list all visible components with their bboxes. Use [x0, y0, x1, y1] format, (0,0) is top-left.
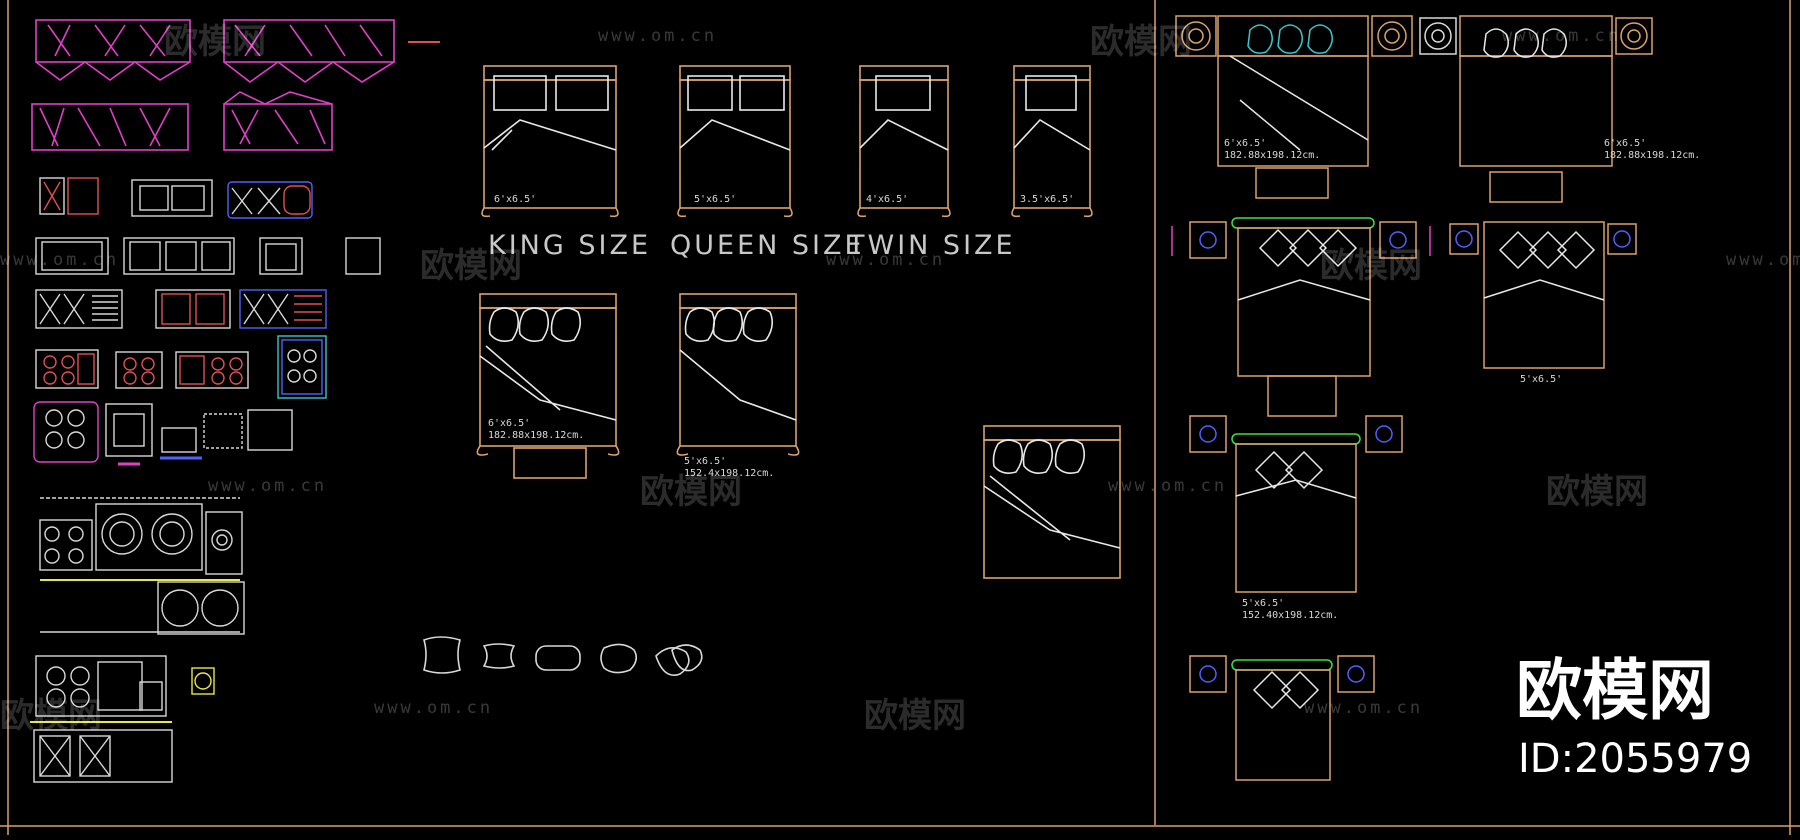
twin-bed-4ft — [857, 65, 951, 218]
watermark-url: www.om.cn — [0, 250, 120, 270]
set-e-metric-label: 152.40x198.12cm. — [1242, 610, 1339, 621]
watermark-brand: 欧模网 — [1090, 22, 1192, 62]
watermark-brand: 欧模网 — [0, 696, 102, 736]
bedroom-set-a — [1217, 15, 1369, 199]
bedroom-set-d — [1449, 221, 1637, 369]
twin-size-heading: TWIN SIZE — [848, 230, 1016, 261]
queen-dim-label: 5'x6.5' — [694, 194, 737, 205]
watermark-brand: 欧模网 — [420, 246, 522, 286]
watermark-url: www.om.cn — [1502, 26, 1622, 46]
watermark-brand: 欧模网 — [1546, 472, 1648, 512]
queen-bed-simple — [677, 65, 793, 218]
king-detailed-metric-label: 182.88x198.12cm. — [488, 430, 585, 441]
king-bed-simple — [481, 65, 619, 218]
watermark-brand: 欧模网 — [1320, 246, 1422, 286]
twin35-dim-label: 3.5'x6.5' — [1020, 194, 1075, 205]
watermark-url: www.om.cn — [1108, 476, 1228, 496]
watermark-brand: 欧模网 — [864, 696, 966, 736]
watermark-url: www.om.cn — [1304, 698, 1424, 718]
nightstand-lamps-top — [1175, 15, 1653, 57]
queen-bed-detailed — [676, 293, 800, 456]
watermark-url: www.om.cn — [598, 26, 718, 46]
bedroom-set-f — [1189, 655, 1375, 781]
bedroom-set-b — [1459, 15, 1613, 203]
set-e-dim-label: 5'x6.5' — [1242, 598, 1285, 609]
watermark-brand: 欧模网 — [640, 472, 742, 512]
pillow-symbols — [423, 636, 703, 676]
double-bed-detailed — [983, 425, 1121, 579]
bed-plans-middle — [423, 65, 1121, 676]
set-b-metric-label: 182.88x198.12cm. — [1604, 150, 1701, 161]
twin-bed-3-5ft — [1011, 65, 1093, 218]
kitchen-sinks — [35, 177, 381, 329]
set-d-dim-label: 5'x6.5' — [1520, 374, 1563, 385]
queen-size-heading: QUEEN SIZE — [670, 230, 865, 261]
bedroom-sets-right — [1171, 15, 1653, 781]
watermark-url: www.om.cn — [1726, 250, 1800, 270]
queen-detailed-dim-label: 5'x6.5' — [684, 456, 727, 467]
king-detailed-dim-label: 6'x6.5' — [488, 418, 531, 429]
brand-id: ID:2055979 — [1518, 736, 1753, 782]
watermark-url: www.om.cn — [208, 476, 328, 496]
kitchen-cooktops — [33, 335, 327, 466]
kitchen-island-plan — [30, 655, 215, 783]
watermark-url: www.om.cn — [374, 698, 494, 718]
king-bed-detailed — [476, 293, 620, 479]
watermark-brand: 欧模网 — [164, 22, 266, 62]
set-b-dim-label: 6'x6.5' — [1604, 138, 1647, 149]
brand-title: 欧模网 — [1516, 652, 1714, 729]
king-size-heading: KING SIZE — [488, 230, 652, 261]
king-dim-label: 6'x6.5' — [494, 194, 537, 205]
kitchen-cabinet-elevations — [31, 19, 395, 151]
twin4-dim-label: 4'x6.5' — [866, 194, 909, 205]
watermark-url: www.om.cn — [826, 250, 946, 270]
set-a-metric-label: 182.88x198.12cm. — [1224, 150, 1321, 161]
bedroom-set-e — [1189, 415, 1403, 593]
set-a-dim-label: 6'x6.5' — [1224, 138, 1267, 149]
kitchen-range-elevation — [39, 497, 245, 635]
queen-detailed-metric-label: 152.4x198.12cm. — [684, 468, 775, 479]
bedroom-set-c — [1171, 217, 1431, 417]
